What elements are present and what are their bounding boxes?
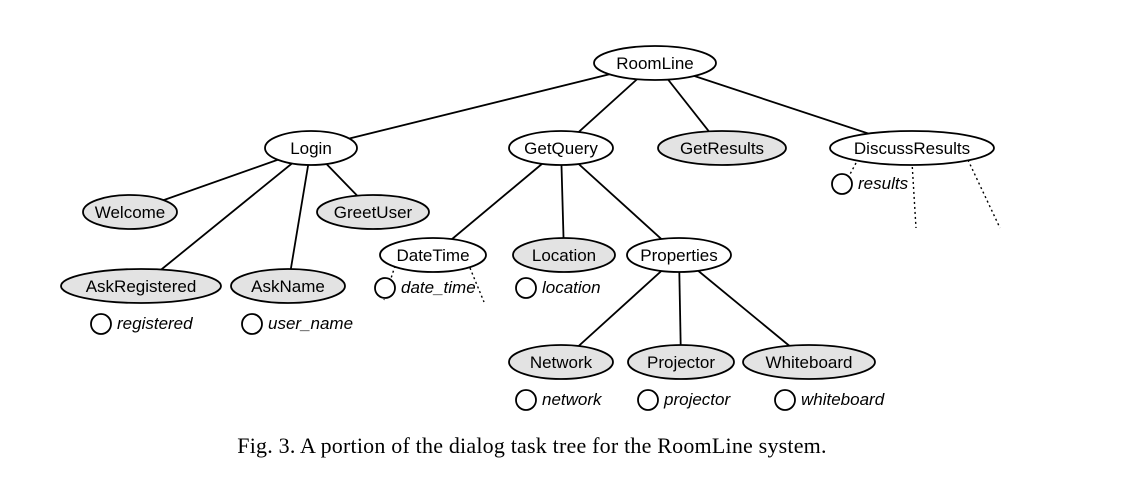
node-ellipse [82,194,178,230]
edge-getquery-datetime [432,147,562,256]
node-ellipse [316,194,430,230]
figure-caption: Fig. 3. A portion of the dialog task tre… [237,433,827,458]
tree-dotted-edges [383,159,1001,303]
concept-date_time: date_time [374,277,476,299]
node-roomline: RoomLine [593,45,717,81]
node-label: Network [530,353,593,372]
node-ellipse [60,268,222,304]
node-label: DiscussResults [854,139,970,158]
concept-circle-icon [515,389,537,411]
concept-circle-icon [374,277,396,299]
discussresults-dotted-edge [911,161,917,229]
node-login: Login [264,130,358,166]
datetime-dotted-edge [469,267,485,303]
concept-label: projector [663,390,731,409]
concept-circle-icon [831,173,853,195]
node-label: Properties [640,246,717,265]
node-ellipse [508,130,614,166]
concept-results: results [831,173,909,195]
concept-label: whiteboard [801,390,885,409]
node-discussresults: DiscussResults [829,130,995,166]
node-ellipse [512,237,616,273]
node-askname: AskName [230,268,346,304]
concept-label: user_name [268,314,353,333]
node-location: Location [512,237,616,273]
node-welcome: Welcome [82,194,178,230]
node-label: RoomLine [616,54,694,73]
node-projector: Projector [627,344,735,380]
node-label: Welcome [95,203,166,222]
edge-properties-whiteboard [678,254,810,363]
node-getquery: GetQuery [508,130,614,166]
node-label: Login [290,139,332,158]
node-network: Network [508,344,614,380]
node-properties: Properties [626,237,732,273]
node-ellipse [657,130,787,166]
discussresults-dotted-edge [967,159,1001,229]
node-askregistered: AskRegistered [60,268,222,304]
concept-user_name: user_name [241,313,353,335]
node-ellipse [230,268,346,304]
concept-network: network [515,389,603,411]
concept-label: registered [117,314,193,333]
node-ellipse [626,237,732,273]
node-label: AskName [251,277,325,296]
concept-location: location [515,277,601,299]
concept-label: network [542,390,603,409]
concept-label: date_time [401,278,476,297]
node-ellipse [379,237,487,273]
node-label: Whiteboard [766,353,853,372]
node-label: AskRegistered [86,277,197,296]
node-label: Location [532,246,596,265]
node-ellipse [264,130,358,166]
node-whiteboard: Whiteboard [742,344,876,380]
node-ellipse [593,45,717,81]
concept-whiteboard: whiteboard [774,389,885,411]
concept-projector: projector [637,389,731,411]
node-label: GreetUser [334,203,413,222]
edge-getquery-properties [560,147,680,256]
concept-circle-icon [241,313,263,335]
discussresults-concept-dotted-edge [847,162,857,179]
concept-circle-icon [774,389,796,411]
node-getresults: GetResults [657,130,787,166]
node-label: Projector [647,353,715,372]
node-label: DateTime [396,246,469,265]
node-datetime: DateTime [379,237,487,273]
node-label: GetResults [680,139,764,158]
node-ellipse [627,344,735,380]
tree-concepts: results registered user_name date_time locat… [90,173,909,411]
concept-circle-icon [637,389,659,411]
node-greetuser: GreetUser [316,194,430,230]
node-ellipse [508,344,614,380]
concept-circle-icon [90,313,112,335]
concept-label: results [858,174,909,193]
edge-properties-network [560,254,680,363]
node-ellipse [829,130,995,166]
node-label: GetQuery [524,139,598,158]
concept-registered: registered [90,313,193,335]
edge-login-askregistered [140,147,312,287]
edge-login-askname [287,147,312,287]
datetime-dotted-edge [383,265,396,301]
concept-circle-icon [515,277,537,299]
node-ellipse [742,344,876,380]
concept-label: location [542,278,601,297]
edge-roomline-login [310,62,656,149]
